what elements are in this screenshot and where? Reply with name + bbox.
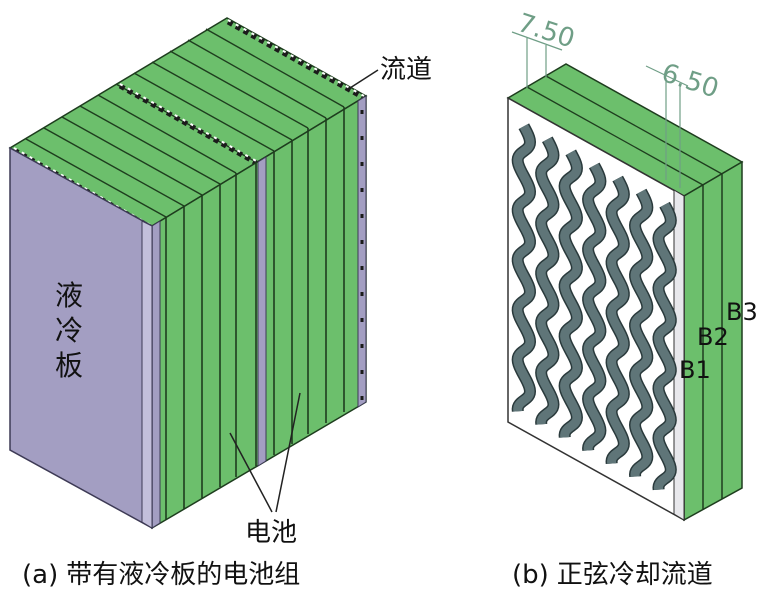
leader-line-battery-1 [229,432,273,513]
cooling-plate-strip-1 [151,220,161,529]
dimension-6-50 [645,65,689,188]
cell-label-b2: B2 [697,323,729,351]
channel-notch-row-3 [226,19,366,101]
cell-label-b3: B3 [726,298,758,326]
cooling-plate-strip-3 [357,95,367,408]
pack-top-slice-lines [25,28,345,218]
leader-line-channel [349,69,379,89]
caption-b-prefix: (b) [512,560,549,590]
sine-channel-1 [513,124,535,412]
sine-channel-4 [583,163,605,451]
caption-a: (a) 带有液冷板的电池组 [22,560,300,590]
sinusoidal-channel-assembly [506,31,744,522]
leader-line-battery-2 [275,392,301,513]
cell-label-b1: B1 [679,356,711,384]
sine-channel-2 [536,137,558,425]
label-channel: 流道 [380,55,432,85]
sine-channel-3 [560,150,582,438]
battery-pack-assembly [8,17,379,530]
cell-layer-dividers [165,107,345,520]
label-cooling-plate-char-1: 液 [55,279,83,312]
caption-a-prefix: (a) [22,560,58,590]
b-cell-dividers [702,174,723,509]
sine-channels [511,123,677,491]
dimension-7-50 [511,31,563,88]
dimension-label-right: 6.50 [658,58,722,104]
caption-a-text: 带有液冷板的电池组 [66,560,300,590]
sine-channel-6 [630,189,652,477]
label-battery: 电池 [245,518,297,548]
label-cooling-plate-char-2: 冷 [55,314,83,347]
label-cooling-plate-char-3: 板 [55,349,83,382]
sine-channel-5 [607,176,629,464]
sine-channel-7 [653,202,676,490]
caption-b-text: 正弦冷却流道 [557,560,713,590]
caption-b: (b) 正弦冷却流道 [512,560,713,590]
b-top-slice-lines [526,75,723,186]
cooling-plate-strip-2 [257,156,267,467]
cooling-plate-edge [141,220,153,529]
